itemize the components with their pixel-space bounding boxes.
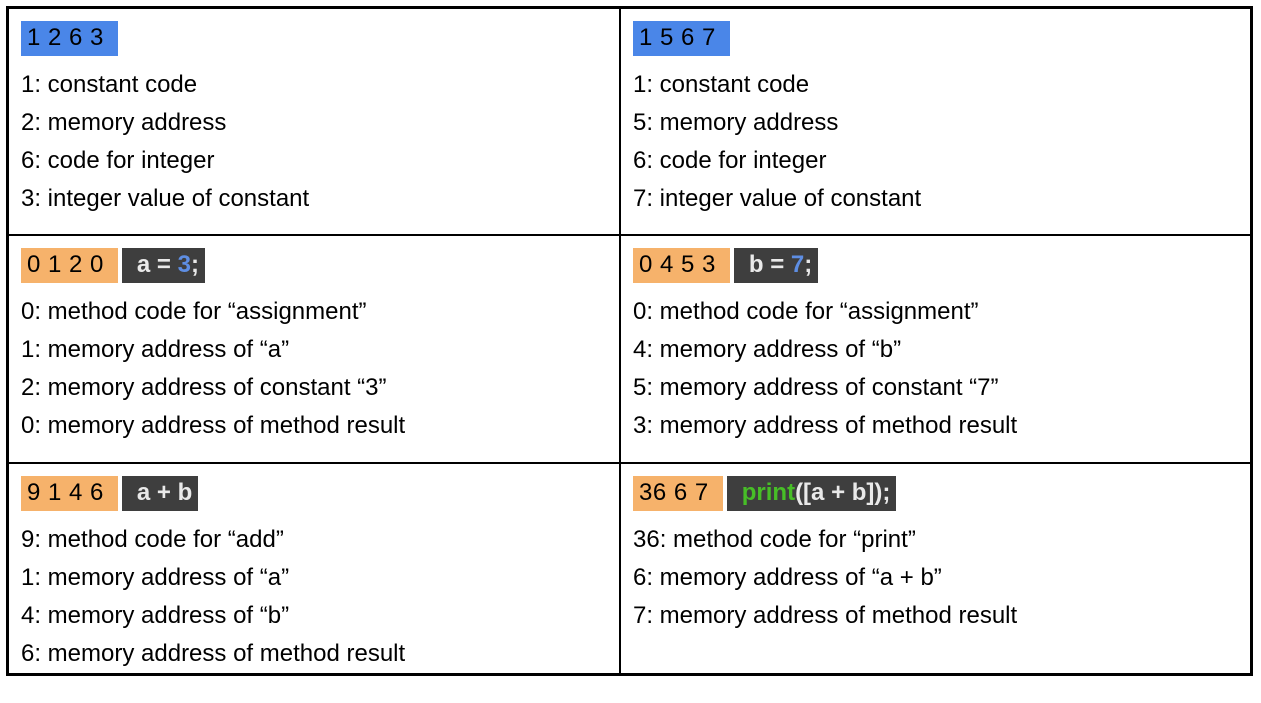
bytecode-sequence: 0 4 5 3 (633, 248, 730, 283)
description-line: 4: memory address of “b” (21, 602, 290, 629)
chip-row: 36 6 7 print([a + b]); (633, 476, 1236, 511)
description-line: 7: memory address of method result (633, 602, 1018, 629)
description-line: 0: method code for “assignment” (21, 298, 367, 325)
description-line: 4: memory address of “b” (633, 336, 902, 363)
description-line: 1: memory address of “a” (21, 336, 290, 363)
description-line: 2: memory address of constant “3” (21, 374, 387, 401)
code-token: a = (136, 251, 178, 278)
chip-row: 0 1 2 0 a = 3; (21, 248, 605, 283)
bytecode-table: 1 2 6 3 1: constant code 2: memory addre… (6, 6, 1253, 676)
description-line: 1: memory address of “a” (21, 564, 290, 591)
description-line: 6: code for integer (633, 147, 827, 174)
description-line: 1: constant code (21, 71, 198, 98)
description-line: 0: memory address of method result (21, 412, 406, 439)
description-line: 0: method code for “assignment” (633, 298, 979, 325)
table-cell: 1 5 6 7 1: constant code 5: memory addre… (621, 9, 1250, 236)
bytecode-sequence: 1 5 6 7 (633, 21, 730, 56)
bytecode-sequence: 36 6 7 (633, 476, 723, 511)
code-snippet: a = 3; (121, 248, 205, 283)
code-token: print (741, 479, 796, 506)
description-line: 9: method code for “add” (21, 526, 284, 553)
code-token: 7 (790, 251, 805, 278)
bytecode-sequence: 1 2 6 3 (21, 21, 118, 56)
code-snippet: a + b (121, 476, 199, 511)
table-cell: 0 4 5 3 b = 7; 0: method code for “assig… (621, 236, 1250, 464)
chip-row: 1 2 6 3 (21, 21, 605, 56)
code-snippet: b = 7; (733, 248, 819, 283)
code-token: a + b (136, 479, 193, 506)
code-token: ; (190, 251, 199, 278)
chip-row: 9 1 4 6 a + b (21, 476, 605, 511)
description-line: 6: memory address of method result (21, 640, 406, 667)
code-snippet: print([a + b]); (726, 476, 897, 511)
code-token: 3 (177, 251, 191, 278)
description-line: 6: memory address of “a + b” (633, 564, 942, 591)
description-line: 3: memory address of method result (633, 412, 1018, 439)
table-cell: 1 2 6 3 1: constant code 2: memory addre… (9, 9, 621, 236)
description-line: 36: method code for “print” (633, 526, 916, 553)
bytecode-sequence: 9 1 4 6 (21, 476, 118, 511)
description-line: 5: memory address (633, 109, 839, 136)
table-cell: 9 1 4 6 a + b 9: method code for “add” 1… (9, 464, 621, 673)
description-line: 7: integer value of constant (633, 185, 922, 212)
chip-row: 0 4 5 3 b = 7; (633, 248, 1236, 283)
description-line: 3: integer value of constant (21, 185, 310, 212)
description-line: 6: code for integer (21, 147, 215, 174)
chip-row: 1 5 6 7 (633, 21, 1236, 56)
code-token: b = (748, 251, 791, 278)
bytecode-sequence: 0 1 2 0 (21, 248, 118, 283)
table-cell: 0 1 2 0 a = 3; 0: method code for “assig… (9, 236, 621, 464)
description-line: 2: memory address (21, 109, 227, 136)
description-line: 1: constant code (633, 71, 810, 98)
code-token: ; (804, 251, 813, 278)
description-line: 5: memory address of constant “7” (633, 374, 999, 401)
table-cell: 36 6 7 print([a + b]); 36: method code f… (621, 464, 1250, 673)
code-token: ([a + b]); (795, 479, 891, 506)
